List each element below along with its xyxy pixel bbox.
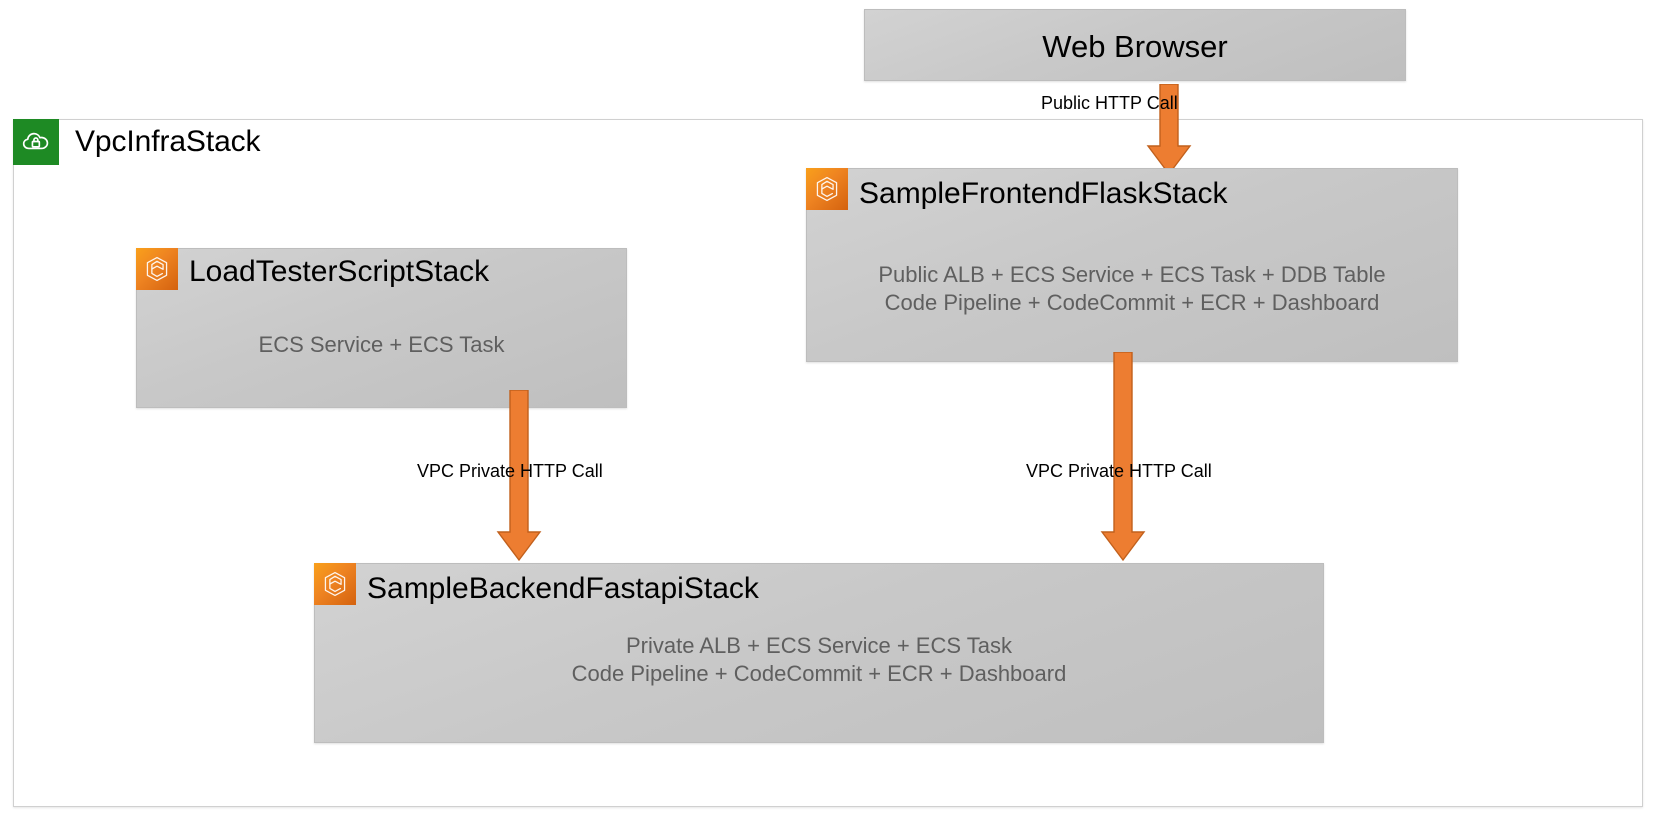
edge-label-vpc-private-http-call-left: VPC Private HTTP Call <box>417 461 603 481</box>
cloudformation-stack-icon <box>806 168 848 210</box>
node-loadtester-script-stack[interactable]: LoadTesterScriptStack ECS Service + ECS … <box>136 248 627 408</box>
node-sample-backend-fastapi-stack[interactable]: SampleBackendFastapiStack Private ALB + … <box>314 563 1324 743</box>
frontend-title: SampleFrontendFlaskStack <box>859 177 1228 210</box>
node-web-browser[interactable]: Web Browser <box>864 9 1406 81</box>
edge-label-public-http-call: Public HTTP Call <box>1041 93 1178 113</box>
vpc-cloud-lock-icon <box>13 119 59 165</box>
arrow-loadtester-to-backend <box>496 390 542 562</box>
cloudformation-stack-icon <box>136 248 178 290</box>
cloudformation-stack-icon <box>314 563 356 605</box>
arrow-browser-to-frontend <box>1146 84 1192 176</box>
edge-label-vpc-private-http-call-right: VPC Private HTTP Call <box>1026 461 1212 481</box>
backend-title: SampleBackendFastapiStack <box>367 572 759 605</box>
vpc-label: VpcInfraStack <box>75 125 261 158</box>
vpc-header: VpcInfraStack <box>13 119 261 165</box>
frontend-body: Public ALB + ECS Service + ECS Task + DD… <box>878 262 1386 316</box>
web-browser-title: Web Browser <box>1042 29 1228 64</box>
node-sample-frontend-flask-stack[interactable]: SampleFrontendFlaskStack Public ALB + EC… <box>806 168 1458 362</box>
loadtester-title: LoadTesterScriptStack <box>189 255 490 288</box>
loadtester-body: ECS Service + ECS Task <box>258 332 505 357</box>
arrow-frontend-to-backend <box>1100 352 1146 562</box>
backend-body: Private ALB + ECS Service + ECS Task Cod… <box>571 633 1067 687</box>
